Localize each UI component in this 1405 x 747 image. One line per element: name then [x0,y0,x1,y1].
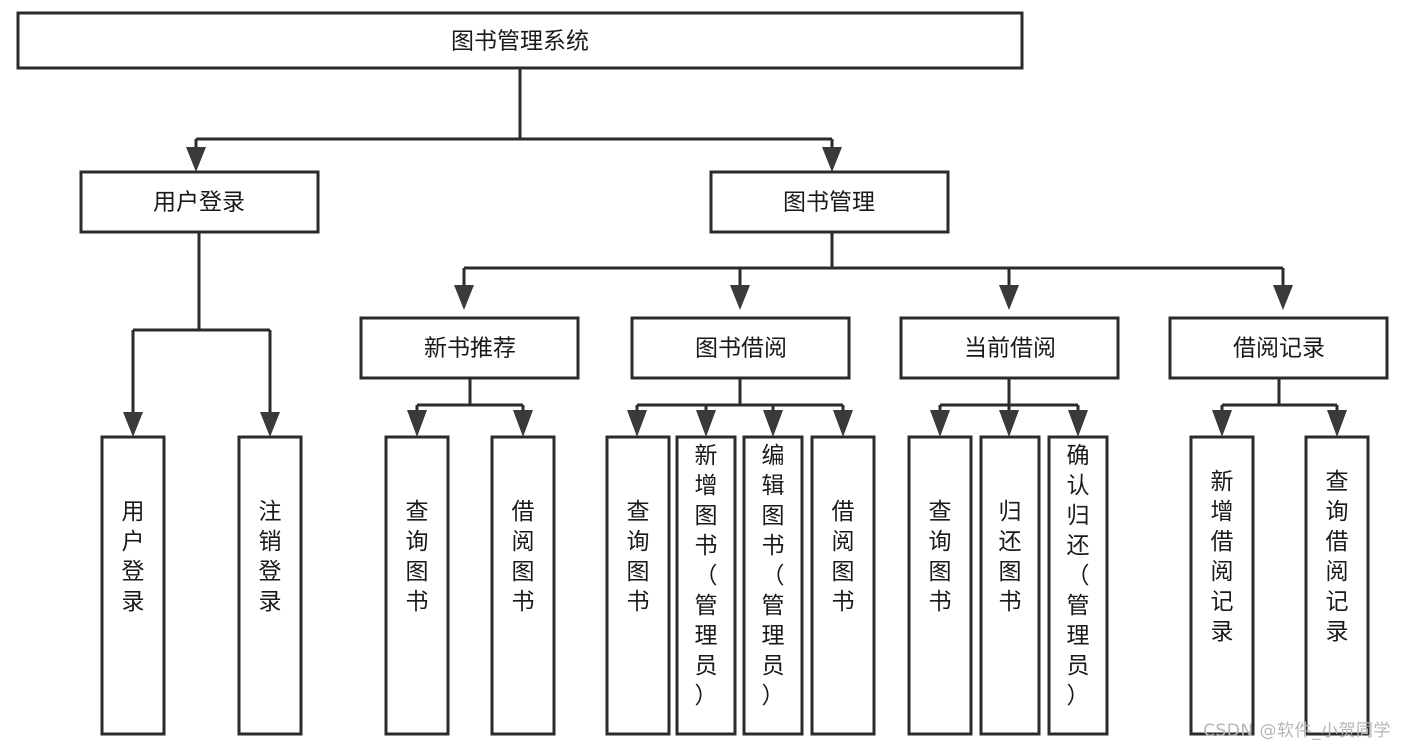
user-login-label: 用户登录 [153,190,245,216]
leaf-borrow-book-1-label: 借阅图书 [512,499,535,615]
new-book-recommend-label: 新书推荐 [424,336,516,362]
node-leaf-return-book[interactable]: 归还图书 [979,435,1041,736]
node-leaf-add-book-admin[interactable]: 新增图书（管理员） [675,435,737,736]
arrow-to-leaf-borrow-book-1 [513,410,533,437]
node-leaf-edit-book-admin[interactable]: 编辑图书（管理员） [742,435,804,736]
arrow-to-leaf-query-book-2 [627,410,647,437]
leaf-return-book-box[interactable] [979,435,1041,736]
connector-current-borrow-to-leaves [930,378,1088,437]
borrow-record-box[interactable] [1168,316,1389,380]
leaf-logout-login-label: 注销登录 [259,499,282,615]
node-root-system[interactable]: 图书管理系统 [16,11,1024,70]
leaf-add-borrow-record-label: 新增借阅记录 [1211,469,1234,645]
leaf-user-login-box[interactable] [100,435,166,736]
leaf-borrow-book-1-box[interactable] [490,435,556,736]
leaf-query-book-3-label: 查询图书 [929,499,952,615]
leaf-query-book-2-label: 查询图书 [627,499,650,615]
node-user-login[interactable]: 用户登录 [79,170,320,234]
new-book-recommend-box[interactable] [359,316,580,380]
leaf-edit-book-admin-label: 编辑图书（管理员） [762,443,785,709]
user-login-box[interactable] [79,170,320,234]
connector-new-book-recommend-to-leaves [407,378,533,437]
arrow-to-leaf-add-book-admin [696,410,716,437]
node-leaf-confirm-return-admin[interactable]: 确认归还（管理员） [1047,435,1109,736]
arrow-to-leaf-user-login [123,412,143,437]
current-borrow-box[interactable] [899,316,1120,380]
arrow-to-leaf-edit-book-admin [763,410,783,437]
leaf-query-book-3-box[interactable] [907,435,973,736]
node-borrow-record[interactable]: 借阅记录 [1168,316,1389,380]
node-new-book-recommend[interactable]: 新书推荐 [359,316,580,380]
leaf-add-book-admin-box[interactable] [675,435,737,736]
node-leaf-query-book-2[interactable]: 查询图书 [605,435,671,736]
connector-book-manage-to-level3 [454,232,1293,310]
connector-root-to-level2 [186,68,842,172]
current-borrow-label: 当前借阅 [964,336,1056,362]
arrow-to-leaf-logout-login [260,412,280,437]
borrow-record-label: 借阅记录 [1233,336,1325,362]
node-book-borrow[interactable]: 图书借阅 [630,316,851,380]
book-borrow-label: 图书借阅 [695,336,787,362]
root-box[interactable] [16,11,1024,70]
arrow-to-book-manage [822,147,842,172]
arrow-to-leaf-query-borrow-record [1327,410,1347,437]
arrow-to-new-book-recommend [454,285,474,310]
leaf-edit-book-admin-box[interactable] [742,435,804,736]
leaf-query-book-1-label: 查询图书 [406,499,429,615]
node-leaf-query-borrow-record[interactable]: 查询借阅记录 [1304,435,1370,736]
arrow-to-user-login [186,147,206,172]
leaf-confirm-return-admin-box[interactable] [1047,435,1109,736]
arrow-to-leaf-query-book-3 [930,410,950,437]
node-current-borrow[interactable]: 当前借阅 [899,316,1120,380]
leaf-borrow-book-2-box[interactable] [810,435,876,736]
arrow-to-book-borrow [730,285,750,310]
root-label: 图书管理系统 [451,29,589,55]
leaf-borrow-book-2-label: 借阅图书 [832,499,855,615]
leaf-query-book-1-box[interactable] [384,435,450,736]
arrow-to-leaf-borrow-book-2 [833,410,853,437]
node-leaf-logout-login[interactable]: 注销登录 [237,435,303,736]
book-borrow-box[interactable] [630,316,851,380]
book-manage-label: 图书管理 [783,190,875,216]
leaf-add-borrow-record-box[interactable] [1189,435,1255,736]
leaf-query-borrow-record-box[interactable] [1304,435,1370,736]
leaf-user-login-label: 用户登录 [122,499,145,615]
node-leaf-add-borrow-record[interactable]: 新增借阅记录 [1189,435,1255,736]
node-book-manage[interactable]: 图书管理 [709,170,950,234]
node-leaf-borrow-book-2[interactable]: 借阅图书 [810,435,876,736]
node-leaf-query-book-3[interactable]: 查询图书 [907,435,973,736]
arrow-to-borrow-record [1273,285,1293,310]
leaf-return-book-label: 归还图书 [999,499,1022,615]
connector-user-login-to-leaves [123,232,280,437]
leaf-add-book-admin-label: 新增图书（管理员） [695,443,718,709]
node-leaf-query-book-1[interactable]: 查询图书 [384,435,450,736]
connector-book-borrow-to-leaves [627,378,853,437]
leaf-logout-login-box[interactable] [237,435,303,736]
arrow-to-leaf-confirm-return-admin [1068,410,1088,437]
arrow-to-leaf-add-borrow-record [1212,410,1232,437]
book-manage-box[interactable] [709,170,950,234]
arrow-to-leaf-query-book-1 [407,410,427,437]
arrow-to-leaf-return-book [999,410,1019,437]
node-leaf-borrow-book-1[interactable]: 借阅图书 [490,435,556,736]
leaf-query-book-2-box[interactable] [605,435,671,736]
leaf-query-borrow-record-label: 查询借阅记录 [1326,469,1349,645]
connector-borrow-record-to-leaves [1212,378,1347,437]
arrow-to-current-borrow [999,285,1019,310]
leaf-confirm-return-admin-label: 确认归还（管理员） [1067,443,1090,709]
node-leaf-user-login[interactable]: 用户登录 [100,435,166,736]
